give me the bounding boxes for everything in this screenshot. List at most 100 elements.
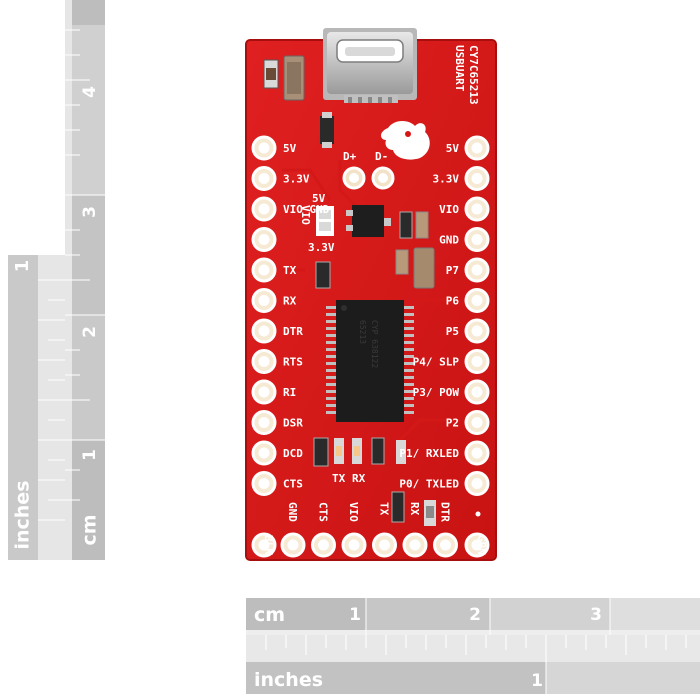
jumper-3v3-label: 3.3V [308,241,335,254]
led-tx-label: TX [332,472,346,485]
left-pin-label: TX [283,264,297,277]
right-pin-label: P5 [446,325,459,338]
right-pin-pad-hole [471,264,483,276]
left-pin-label: 5V [283,142,297,155]
bottom-pin-pad-hole [287,539,299,551]
bottom-header-pins: GND CTS VIO TX RX DTR [251,502,490,558]
usb-data-pads: D+ D- [342,150,395,190]
flame-logo-icon [381,121,430,160]
right-pin-pad-hole [471,142,483,154]
jumper-5v-label: 5V [312,192,326,205]
left-inches-number: 1 [12,260,33,273]
left-pin-pad-hole [258,386,270,398]
usb-connector [323,28,417,103]
bottom-pin-label: VIO [347,502,360,522]
regulator-caps [315,211,435,289]
bottom-pin-pad-hole [258,539,270,551]
left-pin-label: RTS [283,356,303,369]
left-pin-label: DSR [283,417,303,430]
bottom-pin-label: TX [378,502,391,516]
bottom-components [391,491,481,526]
left-pin-pad-hole [258,417,270,428]
left-pin-pad-hole [258,234,270,245]
left-pin-pad-hole [258,447,270,459]
right-pin-label: 3.3V [433,173,460,186]
bottom-inches-number-1: 1 [531,671,543,691]
left-pin-pad-hole [258,325,270,337]
right-pin-pad-hole [471,173,483,184]
right-pin-pad-hole [471,447,483,459]
bottom-corner-grn-label: GRN [475,535,488,555]
voltage-jumper: 5V VIO 3.3V [299,192,335,254]
right-pin-pad-hole [471,417,483,428]
right-pin-pad-hole [471,356,483,367]
bottom-cm-label: cm [254,604,285,626]
bottom-pin-pad-hole [348,539,360,551]
left-cm-number-4: 4 [80,86,100,98]
left-pin-label: DTR [283,325,303,338]
d-minus-label: D- [375,150,388,163]
bottom-pin-pad-hole [318,539,329,551]
right-pin-label: P4/ SLP [413,356,460,369]
right-pin-label: P2 [446,417,459,430]
left-cm-number-1: 1 [80,449,100,461]
bottom-pin-pad-hole [379,539,390,551]
right-pin-pad-hole [471,234,483,245]
right-pin-label: VIO [439,203,459,216]
left-inches-ruler: 1 inches [8,255,65,560]
right-pin-label: P7 [446,264,459,277]
left-cm-ruler: 4 3 2 1 cm [65,0,105,560]
right-pin-label: P6 [446,295,460,308]
bottom-pin-label: DTR [439,502,452,522]
bottom-inches-label: inches [254,669,323,691]
bottom-pin-label: GND [286,502,299,522]
bottom-corner-blk-label: BLK [262,535,275,555]
left-pin-pad-hole [258,142,270,154]
left-cm-number-2: 2 [80,326,100,338]
left-inches-label: inches [12,480,34,549]
left-pin-pad-hole [258,478,270,489]
left-cm-label: cm [79,514,101,545]
voltage-regulator [346,205,391,237]
right-pin-pad-hole [471,478,483,489]
left-pin-label: RI [283,386,296,399]
bottom-cm-number-3: 3 [590,605,602,625]
right-pin-label: P0/ TXLED [399,478,459,491]
bottom-cm-number-2: 2 [469,605,481,625]
main-ic-chip: 65213 CYP 638122 [326,300,414,422]
bottom-pin-pad-hole [409,539,421,551]
board-title-usbuart: USBUART [453,45,466,92]
jumper-vio-label: VIO [299,205,312,225]
bottom-inches-ruler: inches 1 [246,635,700,694]
left-pin-pad-hole [258,295,270,306]
right-pin-pad-hole [471,386,483,398]
right-pin-label: 5V [446,142,460,155]
left-pin-pad-hole [258,203,270,215]
right-pin-label: P3/ POW [413,386,460,399]
pcb-board: CY7C65213 USBUART D+ D- 5V [245,28,497,561]
top-left-components [263,55,334,148]
left-pin-pad-hole [258,356,270,367]
board-title-chip: CY7C65213 [467,45,480,105]
bottom-cm-ruler: cm 1 2 3 [246,598,700,635]
left-pin-label: DCD [283,447,303,460]
bottom-pin-pad-hole [471,539,483,551]
chip-marking-1: 65213 [358,320,367,344]
bottom-pin-label: CTS [317,502,330,522]
left-pin-pad-hole [258,264,270,276]
left-pin-label: VIO GND [283,203,330,216]
left-cm-number-3: 3 [80,206,100,218]
right-pin-label: GND [439,234,459,247]
left-pin-pad-hole [258,173,270,184]
led-indicators: TX RX [313,437,406,485]
right-pin-pad-hole [471,295,483,306]
bottom-pin-label: RX [408,502,421,516]
bottom-pin-pad-hole [440,539,451,551]
bottom-cm-number-1: 1 [349,605,361,625]
right-pin-pad-hole [471,325,483,337]
left-pin-label: RX [283,295,297,308]
left-pin-label: CTS [283,478,303,491]
